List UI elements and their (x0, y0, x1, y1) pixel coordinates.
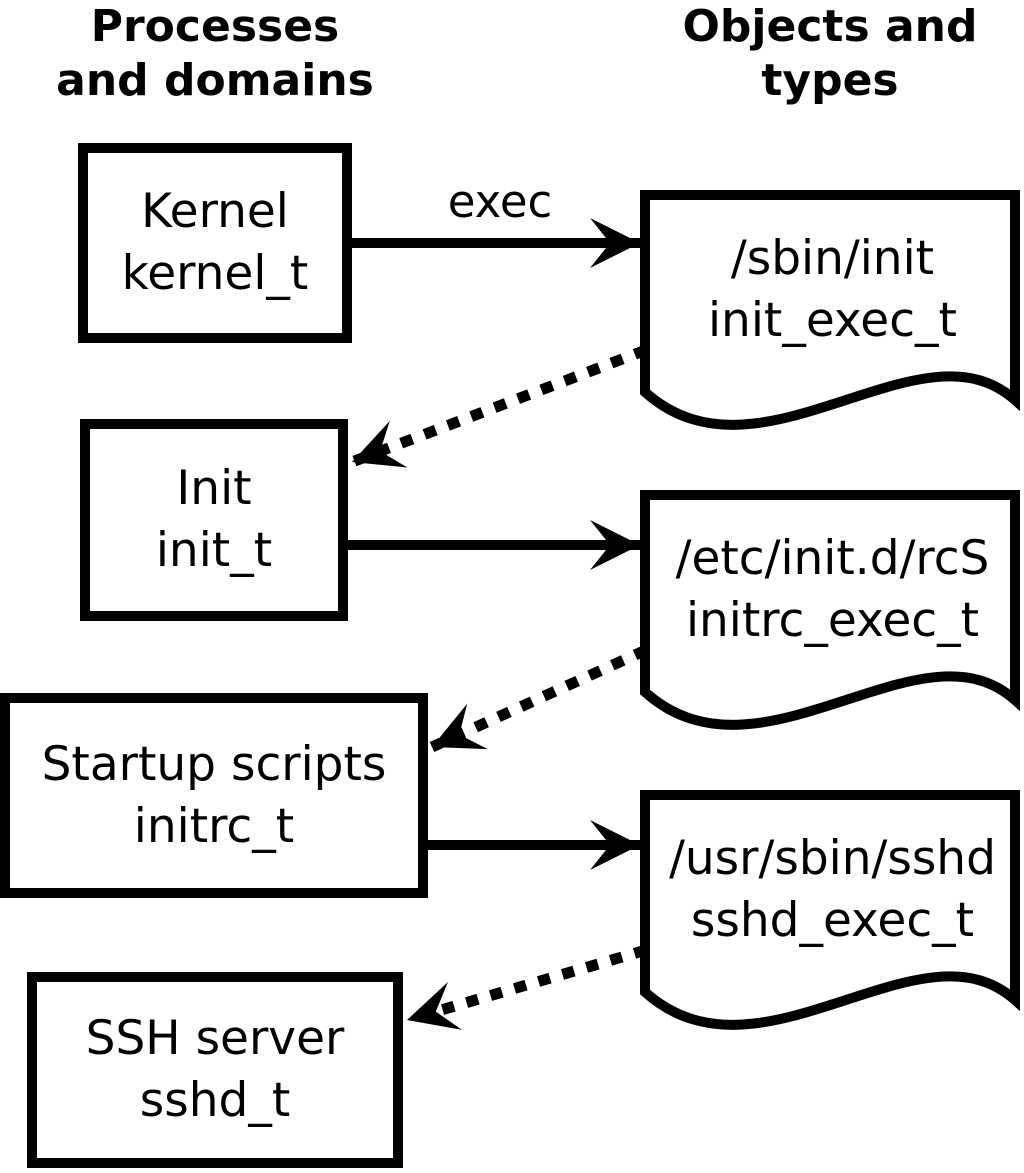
object-doc-init-exec (640, 190, 1020, 430)
domain-box-initrc (0, 693, 428, 898)
domain-name: Kernel (141, 184, 289, 239)
object-type: initrc_exec_t (685, 593, 980, 648)
domain-type: kernel_t (121, 246, 309, 301)
header-line-1: Processes (90, 1, 340, 52)
object-label-init-exec: /sbin/init init_exec_t (650, 195, 1015, 385)
domain-label-sshd: SSH server sshd_t (27, 972, 403, 1168)
exec-arrow-label: exec (447, 175, 553, 228)
column-header-objects: Objects and types (640, 0, 1020, 108)
header-line-2: types (761, 55, 899, 106)
domain-box-kernel (78, 143, 352, 343)
header-line-1: Objects and (682, 1, 978, 52)
domain-type: init_t (155, 523, 273, 578)
object-label-initrc-exec: /etc/init.d/rcS initrc_exec_t (650, 495, 1015, 685)
domain-name: Startup scripts (41, 736, 387, 792)
domain-label-kernel: Kernel kernel_t (78, 143, 352, 343)
domain-type: sshd_t (139, 1073, 291, 1128)
column-header-processes: Processes and domains (20, 0, 410, 108)
object-path: /sbin/init (730, 231, 935, 286)
object-doc-sshd-exec (640, 790, 1020, 1030)
object-type: init_exec_t (708, 293, 957, 348)
transition-arrow-init-exec-to-init (350, 344, 648, 468)
object-path: /usr/sbin/sshd (669, 831, 996, 886)
domain-label-initrc: Startup scripts initrc_t (0, 693, 428, 898)
header-line-2: and domains (56, 55, 374, 106)
object-doc-initrc-exec (640, 490, 1020, 730)
transition-arrow-initrc-exec-to-initrc (429, 644, 649, 753)
domain-box-sshd (27, 972, 403, 1168)
domain-box-init (80, 419, 348, 621)
transition-arrow-sshd-exec-to-sshd (405, 944, 648, 1030)
domain-name: SSH server (85, 1011, 345, 1066)
object-path: /etc/init.d/rcS (675, 531, 990, 586)
object-type: sshd_exec_t (690, 893, 975, 948)
domain-label-init: Init init_t (80, 419, 348, 621)
domain-name: Init (176, 461, 252, 516)
domain-type: initrc_t (133, 798, 295, 854)
object-label-sshd-exec: /usr/sbin/sshd sshd_exec_t (650, 795, 1015, 985)
